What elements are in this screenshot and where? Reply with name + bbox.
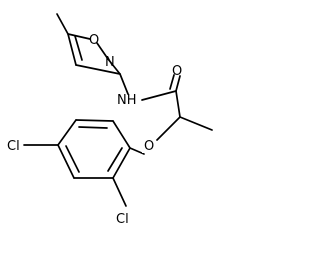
cl-left-label: Cl — [7, 139, 20, 154]
bond-c4-c5 — [67, 33, 77, 66]
bond-o1-n2 — [96, 42, 109, 60]
bond-c5-o1 — [67, 33, 91, 40]
bond-ar-1-2 — [112, 120, 131, 149]
molecule-drawing: O N NH O O Cl Cl — [7, 13, 213, 227]
bond-alpha-ether-o — [156, 116, 181, 141]
bond-nh-carbonyl — [141, 90, 177, 101]
bond-c3-c4 — [75, 64, 121, 75]
bond-alpha-methyl — [179, 116, 213, 131]
bond-ar-2-3 — [75, 119, 114, 122]
isoxazole-n-label: N — [105, 55, 115, 70]
ether-o-label: O — [144, 139, 154, 154]
bond-carbonyl-alpha — [175, 90, 181, 118]
bond-ar-double-a — [78, 126, 108, 129]
bond-ar-double-b — [65, 145, 80, 173]
isoxazole-o-label: O — [89, 33, 99, 48]
bond-n2-c3 — [107, 58, 121, 75]
bond-ar-double-c — [107, 147, 123, 172]
bond-carbonyl-o-double — [169, 74, 175, 90]
carbonyl-o-label: O — [172, 64, 182, 79]
bond-carbonyl-o — [175, 75, 181, 92]
cl-bottom-label: Cl — [116, 212, 129, 227]
structure-canvas: O N NH O O Cl Cl — [7, 13, 213, 227]
bond-methyl-c5 — [56, 13, 69, 35]
bond-ar-cl-bottom — [112, 177, 127, 207]
bond-ether-o-aryl — [129, 147, 145, 155]
bond-ar-4-5 — [57, 144, 75, 179]
amide-nh-label: NH — [117, 93, 137, 108]
bond-ar-3-4 — [57, 119, 77, 146]
bond-c4-c5-double — [74, 35, 83, 61]
ether-o-bg — [142, 137, 156, 153]
bond-ar-6-1 — [112, 147, 131, 179]
bond-c3-nh — [119, 73, 129, 95]
